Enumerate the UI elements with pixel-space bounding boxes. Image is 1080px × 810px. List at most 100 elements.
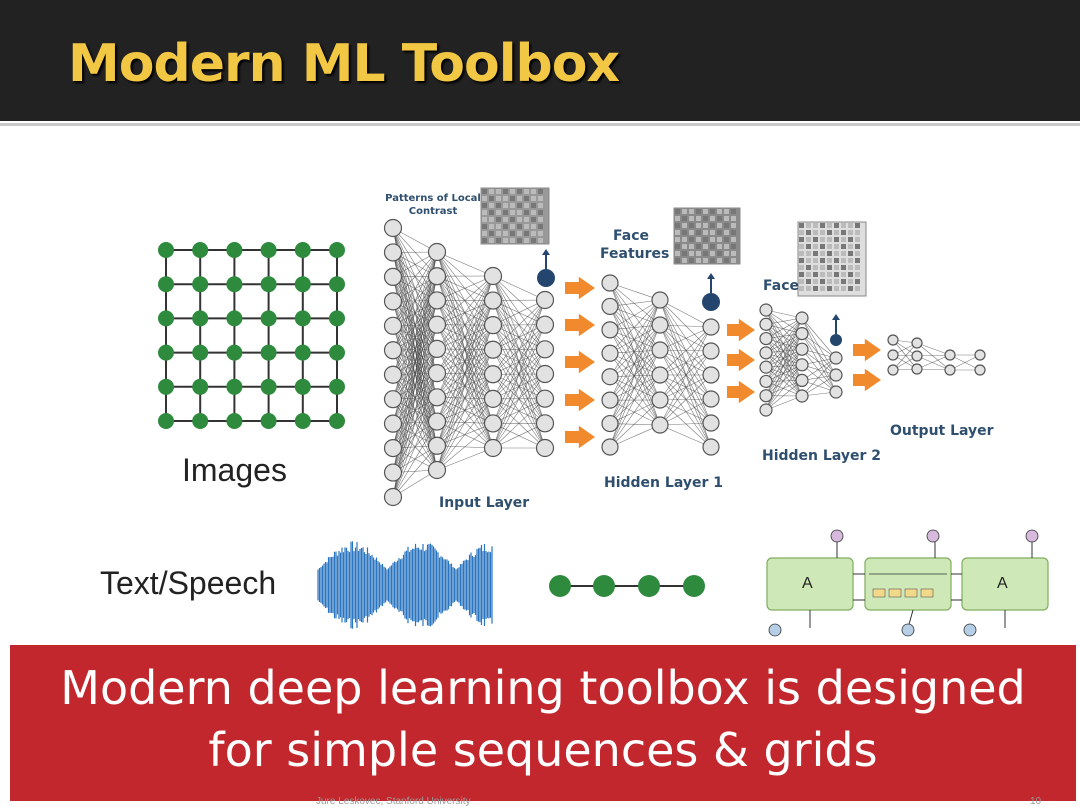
banner-text: Modern deep learning toolbox is designed…	[10, 657, 1076, 781]
face-features-thumbnail-cell	[675, 223, 680, 228]
face-features-thumbnail-cell	[696, 251, 701, 256]
nn-edge	[392, 251, 438, 473]
rnn-gate	[872, 588, 886, 598]
feature-output-node	[702, 293, 720, 311]
local-contrast-thumbnail-cell	[510, 231, 515, 236]
slide-title: Modern ML Toolbox	[68, 34, 620, 94]
local-contrast-thumbnail-cell	[496, 203, 501, 208]
nn-node	[483, 414, 503, 433]
faces-thumbnail-cell	[834, 286, 839, 291]
local-contrast-thumbnail-cell	[538, 217, 543, 222]
face-features-thumbnail-cell	[731, 223, 736, 228]
nn-node	[535, 364, 555, 384]
faces-thumbnail-cell	[813, 272, 818, 277]
grid-node	[158, 344, 174, 361]
grid-node	[329, 276, 345, 293]
sequence-node	[549, 575, 571, 597]
nn-edge	[392, 421, 438, 498]
face-features-thumbnail-cell	[710, 209, 715, 214]
nn-node	[759, 346, 773, 360]
nn-node	[974, 364, 986, 376]
nn-node	[535, 315, 555, 334]
banner-line-1: Modern deep learning toolbox is designed	[60, 661, 1026, 715]
faces-thumbnail-cell	[848, 223, 853, 228]
nn-edge	[392, 397, 438, 498]
grid-node	[226, 378, 243, 395]
title-bar	[0, 0, 1080, 121]
faces-thumbnail-cell	[841, 258, 846, 263]
nn-edge	[765, 364, 803, 382]
nn-edge	[659, 399, 712, 424]
grid-node	[192, 344, 209, 361]
nn-edge	[765, 324, 803, 365]
faces-thumbnail-cell	[799, 223, 804, 228]
grid-node	[192, 310, 209, 327]
face-features-thumbnail-cell	[675, 237, 680, 242]
local-contrast-thumbnail-cell	[531, 196, 536, 201]
faces-thumbnail-cell	[806, 237, 811, 242]
nn-edge	[659, 349, 712, 376]
faces-thumbnail-cell	[806, 265, 811, 270]
face-features-thumbnail-cell	[696, 216, 701, 221]
local-contrast-thumbnail-cell	[510, 203, 515, 208]
local-contrast-thumbnail-cell	[489, 238, 494, 243]
local-contrast-thumbnail-cell	[538, 203, 543, 208]
faces-thumbnail-cell	[827, 258, 832, 263]
nn-edge	[609, 349, 661, 448]
nn-edge	[436, 251, 494, 277]
nn-edge	[436, 275, 494, 471]
face-features-thumbnail-cell	[731, 251, 736, 256]
nn-edge	[659, 349, 712, 424]
nn-edge	[436, 349, 494, 471]
nn-edge	[659, 424, 712, 448]
nn-edge	[609, 399, 661, 424]
face-features-thumbnail-cell	[682, 237, 687, 242]
face-features-thumbnail-cell	[724, 258, 729, 263]
faces-thumbnail-cell	[806, 258, 811, 263]
local-contrast-thumbnail-cell	[482, 189, 487, 194]
nn-edge	[765, 364, 803, 396]
input-layer-label: Input Layer	[439, 495, 530, 511]
nn-node	[383, 243, 403, 262]
grid-node	[294, 276, 311, 293]
faces-thumbnail-cell	[855, 258, 860, 263]
nn-edge	[659, 324, 712, 352]
local-contrast-thumbnail-cell	[524, 231, 529, 236]
nn-node	[887, 334, 899, 346]
faces-thumbnail-cell	[841, 279, 846, 284]
nn-node	[427, 436, 447, 455]
nn-edge	[609, 299, 661, 377]
faces-thumbnail-cell	[813, 237, 818, 242]
local-contrast-thumbnail-cell	[510, 238, 515, 243]
faces-thumbnail-cell	[820, 237, 825, 242]
face-features-label: Face Features	[600, 228, 670, 262]
nn-edge	[609, 306, 661, 401]
face-features-thumbnail-cell	[724, 251, 729, 256]
local-contrast-thumbnail-cell	[510, 224, 515, 229]
nn-edge	[659, 299, 712, 400]
rnn-gate	[904, 588, 918, 598]
face-features-thumbnail-cell	[703, 251, 708, 256]
faces-thumbnail-cell	[841, 272, 846, 277]
grid-node	[260, 344, 277, 361]
local-contrast-thumbnail-cell	[489, 203, 494, 208]
nn-edge	[392, 300, 438, 498]
grid-node	[260, 378, 277, 395]
faces-thumbnail-cell	[848, 237, 853, 242]
local-contrast-thumbnail-cell	[482, 203, 487, 208]
nn-edge	[659, 374, 712, 400]
nn-node	[759, 303, 773, 317]
faces-thumbnail-cell	[806, 244, 811, 249]
faces-thumbnail-cell	[848, 230, 853, 235]
faces-thumbnail-cell	[799, 265, 804, 270]
orange-arrow	[565, 350, 595, 374]
nn-edge	[392, 251, 438, 351]
nn-edge	[492, 299, 546, 375]
nn-edge	[801, 364, 837, 393]
nn-node	[829, 351, 843, 365]
face-features-thumbnail-cell	[689, 251, 694, 256]
local-contrast-thumbnail-cell	[524, 238, 529, 243]
face-features-thumbnail-cell	[703, 216, 708, 221]
nn-node	[795, 389, 809, 403]
